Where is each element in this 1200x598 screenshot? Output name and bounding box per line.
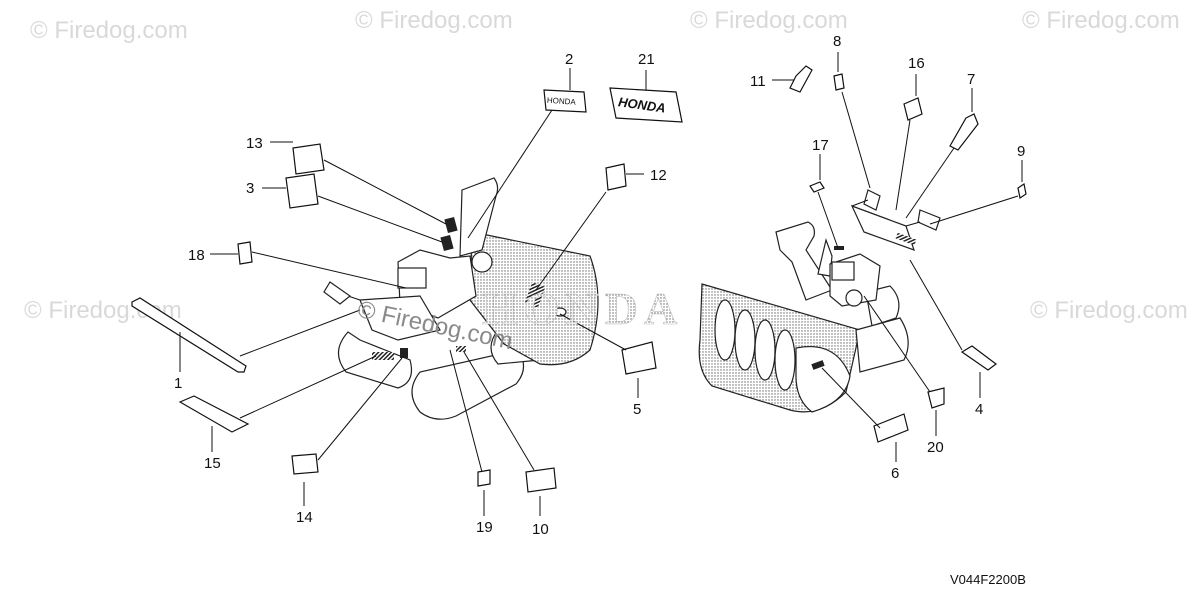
fuel-tank (397, 267, 427, 289)
callout-6: 6 (891, 465, 899, 482)
part-14-label (291, 453, 319, 475)
decal-mark (553, 307, 567, 317)
watermark: © Firedog.com (1030, 297, 1188, 324)
handle-grip (917, 209, 941, 231)
impeller-cover (795, 346, 851, 413)
callout-1: 1 (174, 375, 182, 392)
engine-cap (845, 289, 863, 307)
fuel-tank (831, 261, 855, 281)
part-12-label (605, 163, 627, 191)
part-11-label (789, 65, 813, 93)
decal-mark (895, 232, 917, 246)
decal-mark (372, 352, 394, 360)
callout-18: 18 (188, 247, 205, 264)
callout-2: 2 (565, 51, 573, 68)
control-panel (850, 204, 915, 251)
center-honda-watermark: HONDA (482, 283, 683, 334)
decal-mark (811, 360, 825, 370)
part-20-label (927, 387, 945, 409)
part-5-label (621, 341, 657, 375)
callout-4: 4 (975, 401, 983, 418)
part-1-label-strip (131, 297, 247, 373)
part-4-label (960, 345, 997, 371)
part-8-label (833, 73, 845, 91)
decal-mark (444, 216, 458, 234)
callout-5: 5 (633, 401, 641, 418)
callout-19: 19 (476, 519, 493, 536)
callout-3: 3 (246, 180, 254, 197)
callout-12: 12 (650, 167, 667, 184)
snowblower-front-view (698, 189, 941, 413)
part-3-label (285, 173, 319, 209)
auger-coils (714, 299, 796, 391)
watermark: © Firedog.com (1022, 7, 1180, 34)
callout-13: 13 (246, 135, 263, 152)
part-9-label (1017, 183, 1027, 199)
engine-cap (471, 251, 493, 273)
callout-numbers: 1 2 3 4 5 6 7 8 9 10 11 12 13 14 15 16 1… (174, 33, 1025, 538)
handle-bar (851, 199, 869, 207)
watermark-layer: © Firedog.com © Firedog.com © Firedog.co… (24, 7, 1188, 324)
part-13-label (292, 143, 325, 175)
control-panel (359, 295, 441, 341)
part-21-honda-emblem (609, 87, 683, 123)
watermark: © Firedog.com (30, 17, 188, 44)
callout-10: 10 (532, 521, 549, 538)
leader-lines (179, 52, 1023, 516)
decal-mark (524, 282, 546, 308)
left-track-front (411, 349, 525, 420)
decal-mark (440, 234, 454, 252)
part-15-label (178, 395, 250, 433)
decal-mark (456, 346, 466, 352)
part-17-label (809, 181, 825, 193)
part-7-label (949, 113, 979, 151)
part-19-label (477, 469, 491, 487)
watermark: © Firedog.com (690, 7, 848, 34)
callout-14: 14 (296, 509, 313, 526)
part-10-label (525, 467, 557, 493)
part-21-honda-text: HONDA (617, 94, 666, 115)
track (855, 317, 909, 373)
label-parts: HONDA HONDA (131, 65, 1027, 493)
handle-grip (323, 281, 352, 305)
callout-17: 17 (812, 137, 829, 154)
decal-mark (400, 348, 408, 358)
callout-11: 11 (750, 73, 766, 90)
diagram-code: V044F2200B (950, 572, 1026, 587)
handle-grip (863, 189, 881, 211)
callout-20: 20 (927, 439, 944, 456)
decal-mark (834, 246, 844, 250)
callout-16: 16 (908, 55, 925, 72)
callout-9: 9 (1017, 143, 1025, 160)
callout-15: 15 (204, 455, 221, 472)
handle-bar (905, 221, 921, 227)
part-2-honda-badge (543, 89, 587, 113)
part-16-label (903, 97, 923, 121)
part-2-honda-text: HONDA (547, 96, 577, 107)
callout-21: 21 (638, 51, 655, 68)
callout-7: 7 (967, 71, 975, 88)
callout-8: 8 (833, 33, 841, 50)
discharge-chute (775, 221, 833, 301)
part-18-label (237, 241, 253, 265)
watermark: © Firedog.com (355, 7, 513, 34)
part-6-label (873, 413, 909, 443)
